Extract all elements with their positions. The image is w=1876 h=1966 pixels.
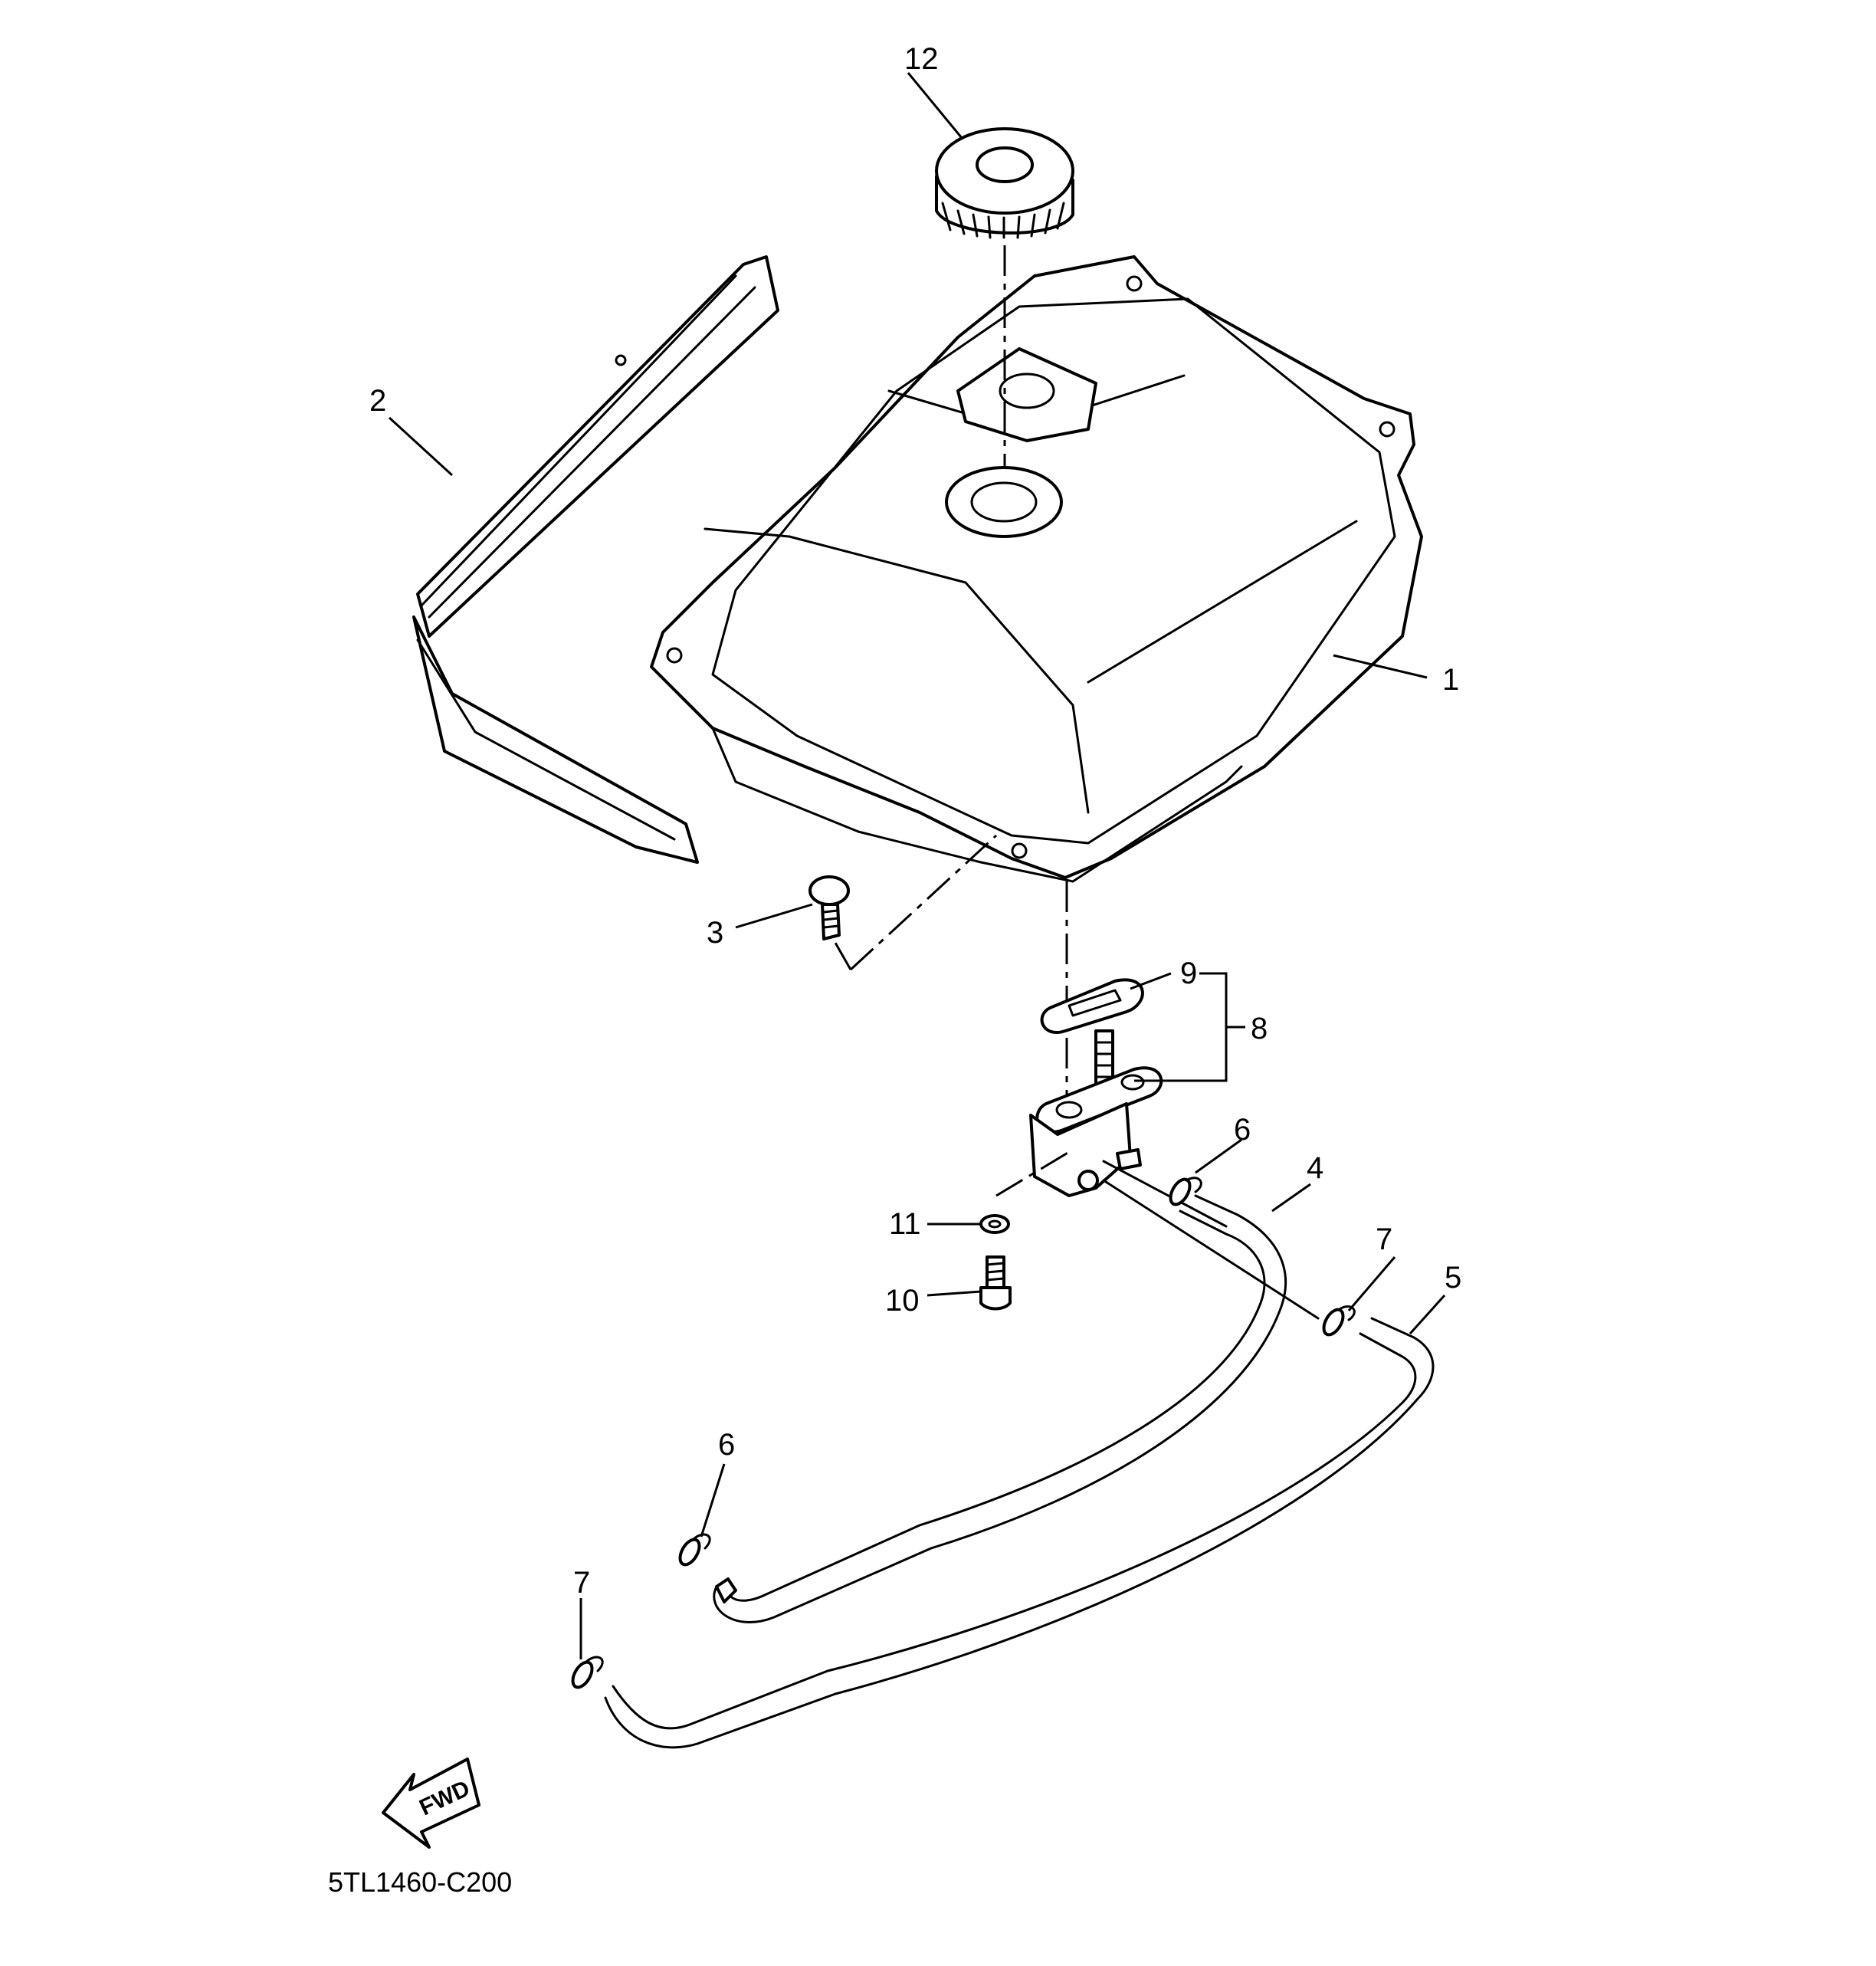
callout-6b: 6 xyxy=(718,1428,735,1462)
callout-12: 12 xyxy=(904,42,939,76)
washer xyxy=(979,1214,1010,1234)
mounting-bolt xyxy=(808,875,850,940)
callout-2: 2 xyxy=(369,384,386,418)
callout-3: 3 xyxy=(707,916,723,950)
fuel-cock xyxy=(995,1029,1163,1197)
side-cover xyxy=(412,255,779,864)
callout-7a: 7 xyxy=(1376,1223,1392,1256)
callout-11: 11 xyxy=(889,1207,921,1241)
forward-arrow-icon: FWD xyxy=(382,1758,480,1849)
callout-8: 8 xyxy=(1251,1012,1268,1045)
vacuum-hose xyxy=(612,1332,1417,1730)
callout-5: 5 xyxy=(1445,1261,1461,1295)
bolt-alignment-line xyxy=(834,834,998,971)
leader-lines xyxy=(388,72,1446,1659)
hose-clamp-lower xyxy=(571,1656,604,1689)
hose-clip-lower xyxy=(678,1533,711,1567)
screw xyxy=(979,1255,1012,1311)
fuel-hose xyxy=(725,1209,1266,1602)
fuel-cap xyxy=(935,127,1074,239)
callout-1: 1 xyxy=(1442,663,1459,697)
hose-clip xyxy=(1169,1177,1202,1206)
part-code: 5TL1460-C200 xyxy=(328,1866,512,1898)
callout-10: 10 xyxy=(885,1284,920,1318)
hose-clamp xyxy=(1322,1305,1356,1337)
gasket xyxy=(1040,978,1144,1034)
callout-9: 9 xyxy=(1180,957,1197,990)
callout-7b: 7 xyxy=(573,1566,590,1600)
fuel-tank xyxy=(650,255,1423,883)
callout-6a: 6 xyxy=(1234,1113,1251,1147)
callout-4: 4 xyxy=(1307,1151,1323,1185)
